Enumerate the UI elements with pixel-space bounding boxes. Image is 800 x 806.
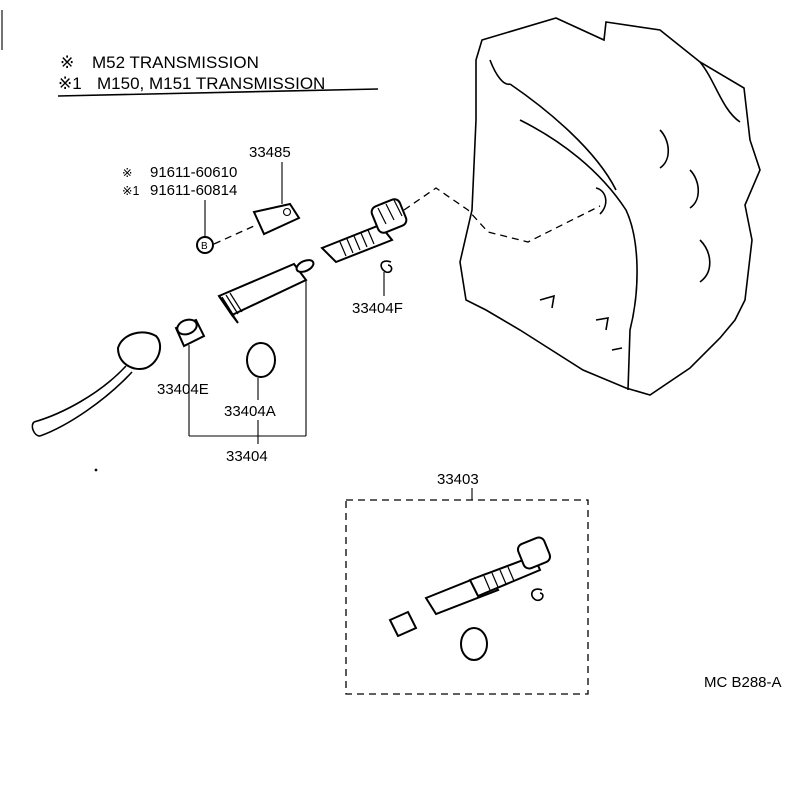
diagram-code: MC B288-A — [704, 674, 782, 691]
driven-gear — [320, 198, 408, 264]
sleeve-assembly — [217, 259, 315, 436]
label-assembly: 33404 — [226, 448, 268, 465]
dot-mark — [94, 468, 98, 472]
legend-m52: M52 TRANSMISSION — [92, 53, 259, 72]
label-clip: 33404F — [352, 300, 403, 317]
label-bolt-m150: 91611-60814 — [150, 182, 237, 199]
legend-underline — [57, 88, 379, 97]
case-flange-top — [509, 83, 617, 191]
case-boss-2 — [689, 169, 700, 209]
cable-upper — [33, 365, 127, 423]
bolt-group: 33485 ※ 91611-60610 ※1 91611-60814 B — [122, 144, 301, 254]
legend-m150: M150, M151 TRANSMISSION — [97, 74, 325, 93]
case-flange-inner — [519, 119, 638, 391]
oring-group: 33404A — [224, 342, 276, 420]
cable-end — [31, 421, 41, 437]
transmission-case — [459, 17, 761, 396]
legend: ※ M52 TRANSMISSION ※1 M150, M151 TRANSMI… — [57, 53, 379, 97]
bolt-symbol-letter: B — [201, 241, 208, 252]
legend-mark-2: ※1 — [58, 74, 82, 93]
cable-lower — [39, 371, 133, 437]
legend-mark-1: ※ — [60, 53, 74, 72]
lock-plate-hole — [282, 207, 292, 217]
clip-group: 33404F — [352, 260, 403, 317]
label-seal: 33404E — [157, 381, 209, 398]
case-boss-3 — [699, 239, 711, 283]
label-bolt-m52: 91611-60610 — [150, 164, 237, 181]
kit-gear-teeth — [516, 536, 552, 570]
clip-shape — [380, 260, 393, 274]
seal-top — [176, 318, 198, 336]
kit-box — [345, 499, 589, 695]
lock-plate — [252, 202, 301, 236]
case-detail-3 — [611, 347, 623, 351]
label-oring: 33404A — [224, 403, 276, 420]
case-outline — [459, 17, 761, 396]
case-detail-1 — [539, 294, 555, 309]
cable-nut — [116, 331, 162, 370]
label-bolt-m150-mark: ※1 — [122, 184, 139, 198]
kit-oring — [460, 627, 488, 661]
assembly-bracket: 33404 — [189, 420, 306, 465]
oring — [246, 342, 276, 378]
sleeve-body — [217, 262, 308, 317]
speedometer-cable — [31, 331, 162, 437]
sleeve-head — [295, 259, 315, 273]
dash-gear-to-case — [403, 187, 601, 243]
seal-group: 33404E — [157, 318, 209, 436]
dash-bolt-plate — [213, 225, 255, 245]
kit-group: 33403 — [345, 471, 589, 695]
label-bolt-ref: 33485 — [249, 144, 291, 161]
case-detail-2 — [595, 317, 609, 331]
case-port — [595, 187, 607, 215]
kit-shaft — [468, 554, 542, 598]
bolt-symbol-circle — [196, 236, 214, 254]
kit-seal — [388, 610, 418, 638]
label-bolt-m52-mark: ※ — [122, 166, 132, 180]
sleeve-thread-end — [218, 295, 239, 324]
case-boss-1 — [659, 129, 670, 169]
case-flange-top-edge — [489, 59, 511, 85]
case-right-edge — [699, 61, 741, 123]
kit-clip — [530, 588, 544, 602]
label-kit: 33403 — [437, 471, 479, 488]
